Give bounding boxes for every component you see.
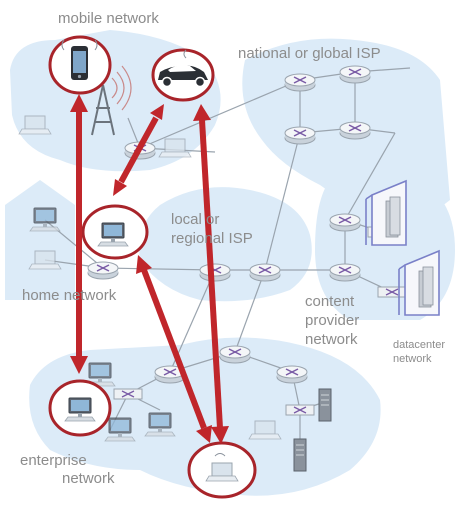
switch-icon [285, 404, 315, 416]
home-network-cloud [5, 180, 75, 300]
arrow-car-home [113, 104, 164, 196]
router-icon [87, 261, 119, 280]
router-icon [339, 65, 371, 84]
router-icon [329, 213, 361, 232]
enterprise-label-line2: network [62, 470, 115, 487]
content-provider-label-line3: network [305, 331, 358, 348]
switch-icon [377, 286, 407, 298]
mobile-network-label: mobile network [58, 10, 159, 27]
car-icon [158, 49, 208, 88]
highlighted-endpoints [48, 35, 257, 499]
datacenter-label-line2: network [393, 353, 432, 365]
national-isp-label: national or global ISP [238, 45, 381, 62]
home-desktop-endpoint [81, 204, 149, 260]
router-icon [276, 365, 308, 384]
cell-tower-icon [91, 65, 132, 136]
desktop-computer-icon [104, 417, 136, 442]
router-icon [329, 263, 361, 282]
arrow-home-laptop [136, 255, 212, 443]
arrow-phone-enterprise [70, 94, 88, 374]
desktop-computer-icon [97, 222, 129, 247]
enterprise-laptop-endpoint [187, 441, 257, 499]
home-network-label: home network [22, 287, 117, 304]
smartphone-endpoint [48, 35, 112, 95]
router-icon [339, 121, 371, 140]
router-icon [284, 73, 316, 92]
router-icon [219, 345, 251, 364]
content-provider-label-line2: provider [305, 312, 360, 329]
desktop-computer-icon [144, 412, 176, 437]
enterprise-label-line1: enterprise [20, 452, 87, 469]
enterprise-desktop-endpoint [48, 379, 112, 437]
car-endpoint [151, 48, 215, 102]
router-icon [199, 263, 231, 282]
content-provider-label-line1: content [305, 293, 355, 310]
smartphone-icon [61, 39, 98, 80]
switch-icon [113, 388, 143, 400]
datacenter-label-line1: datacenter [393, 339, 445, 351]
connection-arrows [70, 94, 229, 444]
router-icon [249, 263, 281, 282]
router-icon [284, 126, 316, 145]
local-isp-label-line1: local or [171, 211, 220, 228]
local-isp-label-line2: regional ISP [171, 230, 253, 247]
desktop-computer-icon [64, 397, 96, 422]
server-icon [318, 388, 332, 422]
desktop-computer-icon [29, 207, 61, 232]
server-icon [293, 438, 307, 472]
arrow-car-laptop [193, 104, 229, 444]
